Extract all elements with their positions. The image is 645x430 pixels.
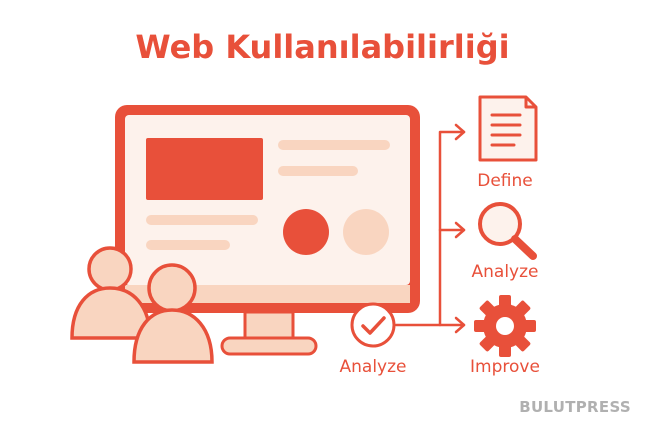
brand-watermark: BULUTPRESS [519, 398, 631, 416]
users-icon [70, 246, 214, 364]
check-circle-icon [350, 302, 396, 348]
step-label-define: Define [477, 171, 533, 191]
arrow-head [454, 123, 466, 141]
screen-text-line [278, 140, 390, 150]
screen-dot-light [343, 209, 389, 255]
step-label-analyze: Analyze [471, 262, 539, 282]
connector-line [394, 130, 466, 327]
step-label-improve: Improve [470, 357, 540, 377]
document-icon [478, 95, 538, 162]
page-title: Web Kullanılabilirliği [135, 28, 510, 66]
screen-text-line [146, 240, 230, 250]
arrow-head [454, 221, 466, 239]
screen-text-line [146, 215, 258, 225]
screen-hero-block [146, 138, 263, 200]
gear-icon [474, 295, 536, 357]
check-label-analyze: Analyze [339, 357, 407, 377]
screen-dot-primary [283, 209, 329, 255]
arrow-head [454, 316, 466, 334]
screen-text-line [278, 166, 358, 176]
flow-connectors [394, 123, 466, 334]
magnifier-icon [478, 202, 537, 260]
screen-content [146, 138, 390, 255]
